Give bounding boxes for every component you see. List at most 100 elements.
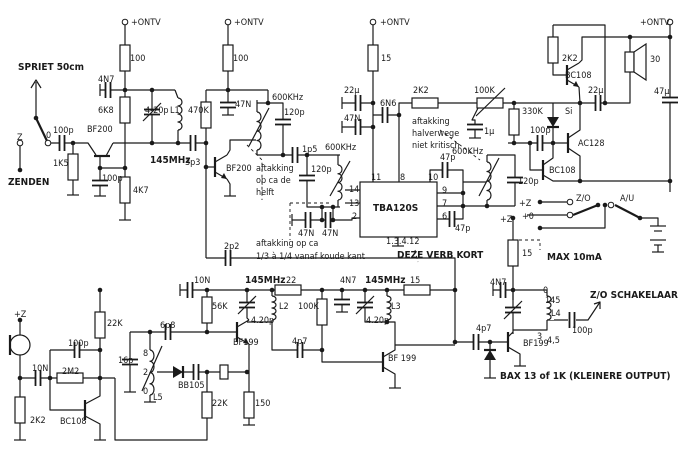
component-label: aftakking <box>256 164 294 174</box>
diode <box>173 366 183 378</box>
junction-dot <box>362 287 368 293</box>
capacitor-gap <box>193 364 199 380</box>
component-label: 10 <box>428 173 438 183</box>
resistor <box>56 372 84 384</box>
component-label: Z/O SCHAKELAAR <box>590 290 678 301</box>
component-label: 9 <box>442 186 447 196</box>
wire <box>382 366 396 388</box>
variable-arrow <box>237 295 257 315</box>
component-label: L2 <box>279 302 289 312</box>
coil <box>386 295 392 321</box>
capacitor-gap <box>92 180 108 186</box>
wire <box>578 86 581 104</box>
component-label: 47N <box>235 100 251 110</box>
junction-dot <box>384 287 390 293</box>
component-label: 22µ <box>588 86 603 96</box>
capacitor-gap <box>35 370 41 386</box>
component-label: BC108 <box>60 417 87 427</box>
junction-dot <box>370 124 376 130</box>
wire <box>437 206 464 220</box>
resistor <box>507 239 519 267</box>
component-label: 2K2 <box>413 86 429 96</box>
junction-dot <box>484 203 490 209</box>
transistor-collector <box>214 154 228 163</box>
resistor <box>14 396 26 424</box>
junction-dot <box>537 225 543 231</box>
junction-dot <box>33 115 39 121</box>
junction-dot <box>452 339 458 345</box>
component-label: MAX 10mA <box>547 252 602 263</box>
resistor <box>316 298 328 326</box>
component-label: 47N <box>298 229 314 239</box>
resistor <box>547 36 559 64</box>
wire <box>246 144 263 200</box>
junction-dot <box>667 34 673 40</box>
component-label: 2K2 <box>30 416 46 426</box>
junction-dot <box>460 203 466 209</box>
component-label: 16p <box>118 356 133 366</box>
junction-dot <box>370 100 376 106</box>
wire <box>414 249 419 263</box>
variable-arrow <box>478 157 500 197</box>
capacitor-gap <box>442 162 448 178</box>
component-label: 1p5 <box>302 145 317 155</box>
junction-dot <box>452 287 458 293</box>
resistor <box>201 296 213 324</box>
component-label: 22µ <box>344 86 359 96</box>
variable-arrow <box>329 160 351 197</box>
wire <box>49 350 85 411</box>
junction-dot <box>70 140 76 146</box>
component-label: 11 <box>371 173 381 183</box>
junction-dot <box>339 287 345 293</box>
wire <box>271 322 322 351</box>
component-label: 7 <box>442 199 447 209</box>
resistor <box>119 44 131 72</box>
component-label: DEZE VERB KORT <box>397 250 484 261</box>
component-label: 2 <box>143 368 148 378</box>
capacitor-gap <box>122 359 138 365</box>
diode <box>547 117 559 127</box>
component-label: 22K <box>107 319 123 329</box>
component-label: 22 <box>286 276 296 286</box>
junction-dot <box>147 329 153 335</box>
junction-dot <box>319 217 325 223</box>
wire <box>572 203 599 217</box>
component-label: 100p <box>68 339 89 349</box>
capacitor-gap <box>220 102 236 108</box>
component-label: 15 <box>522 249 532 259</box>
component-label: 47p <box>455 224 470 234</box>
component-label: 8 <box>400 173 405 183</box>
junction-dot <box>269 287 275 293</box>
junction-dot <box>122 165 128 171</box>
capacitor-gap <box>537 135 543 151</box>
wire <box>306 155 340 208</box>
transistor-collector <box>236 319 250 328</box>
terminal <box>607 201 615 209</box>
junction-dot <box>304 152 310 158</box>
component-label: BC108 <box>565 71 592 81</box>
component-label: 2K2 <box>562 54 578 64</box>
terminal <box>224 18 232 26</box>
component-label: +ONTV <box>234 18 264 28</box>
junction-dot <box>175 140 181 146</box>
capacitor-gap <box>190 135 196 151</box>
capacitor-gap <box>165 324 171 340</box>
component-label: 6 <box>442 212 447 222</box>
component-label: A/U <box>620 194 634 204</box>
diode <box>484 350 496 360</box>
component-label: 6N6 <box>380 99 396 109</box>
component-label: SPRIET 50cm <box>18 62 84 73</box>
component-label: 100 <box>233 54 248 64</box>
component-label: 1.3.4.12 <box>386 237 419 247</box>
resistor <box>367 44 379 72</box>
capacitor-gap <box>275 119 291 125</box>
component-label: 100 <box>130 54 145 64</box>
capacitor-gap <box>500 282 506 298</box>
wire <box>439 129 481 161</box>
wire <box>593 301 601 309</box>
component-label: 4N7 <box>490 278 506 288</box>
component-label: 120p <box>518 177 539 187</box>
capacitor-gap <box>382 107 388 123</box>
capacitor-gap <box>305 212 311 228</box>
